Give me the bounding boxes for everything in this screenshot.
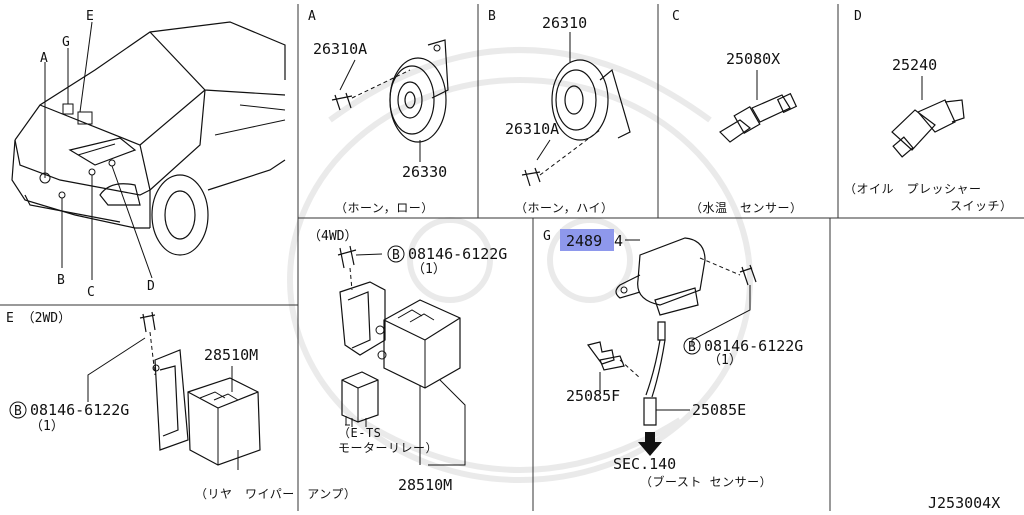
rear-wiper-amp-illustration — [87, 311, 261, 470]
overview-label-b: B — [57, 273, 65, 288]
watermark — [287, 47, 753, 483]
svg-text:B: B — [688, 340, 696, 355]
highlighted-part-number: 2489 4 — [560, 229, 623, 251]
panel-a-letter: A — [308, 9, 316, 24]
part-number-25240: 25240 — [892, 56, 937, 74]
bolt-qty-g: （1） — [708, 353, 742, 368]
caption-water-temp: （水温 センサー） — [690, 201, 803, 215]
bolt-qty-4wd: （1） — [412, 262, 446, 277]
svg-text:B: B — [14, 404, 22, 419]
oil-pressure-switch-illustration — [891, 76, 965, 158]
relay-caption-line1: （E-TS — [338, 426, 381, 440]
part-number-28510m-e: 28510M — [204, 346, 258, 364]
overview-label-a: A — [40, 51, 48, 66]
panel-c-letter: C — [672, 9, 680, 24]
diagram-code: J253004X — [928, 494, 1000, 511]
caption-rear-wiper-amp: （リヤ ワイパー アンプ） — [195, 487, 356, 501]
panel-4wd-title: （4WD） — [308, 229, 357, 244]
overview-label-d: D — [147, 279, 155, 294]
caption-oil-pressure-line1: （オイル プレッシャー — [844, 182, 982, 196]
part-number-25085f: 25085F — [566, 387, 620, 405]
highlight-suffix: 4 — [614, 232, 623, 250]
svg-text:2489: 2489 — [566, 232, 602, 250]
relay-caption-line2: モーターリレー） — [338, 441, 438, 455]
car-overview-illustration — [11, 21, 286, 280]
horn-high-illustration — [521, 32, 631, 187]
caption-boost-sensor: （ブースト センサー） — [640, 474, 772, 489]
caption-oil-pressure-line2: スイッチ） — [950, 199, 1013, 213]
overview-label-g: G — [62, 35, 70, 50]
bolt-part-number-e: 08146-6122G — [30, 401, 129, 419]
part-number-26330: 26330 — [402, 163, 447, 181]
boost-sensor-illustration — [586, 237, 757, 456]
bolt-part-number-g: 08146-6122G — [704, 337, 803, 355]
callout-b-circle-g: B — [683, 337, 701, 355]
callout-b-circle-e: B — [9, 401, 27, 419]
overview-label-e: E — [86, 9, 94, 24]
part-number-26310: 26310 — [542, 14, 587, 32]
caption-horn-low: （ホーン，ロー） — [335, 201, 434, 215]
part-number-25080x: 25080X — [726, 50, 780, 68]
overview-label-c: C — [87, 285, 95, 300]
ets-motor-relay-illustration — [337, 245, 466, 466]
part-number-25085e: 25085E — [692, 401, 746, 419]
callout-b-circle-4wd: B — [387, 245, 405, 263]
bolt-part-number-4wd: 08146-6122G — [408, 245, 507, 263]
section-reference: SEC.140 — [613, 455, 676, 473]
grid-lines — [0, 4, 1024, 511]
water-temp-sensor-illustration — [719, 70, 798, 143]
caption-horn-high: （ホーン，ハイ） — [515, 201, 614, 215]
panel-b-letter: B — [488, 9, 496, 24]
panel-e-title: E （2WD） — [6, 311, 71, 326]
part-number-26310a: 26310A — [313, 40, 367, 58]
part-number-26310a-b: 26310A — [505, 120, 559, 138]
bolt-qty-e: （1） — [30, 419, 64, 434]
panel-d-letter: D — [854, 9, 862, 24]
horn-low-illustration — [331, 39, 449, 162]
svg-text:B: B — [392, 248, 400, 263]
part-number-28510m-4wd: 28510M — [398, 476, 452, 494]
panel-g-letter: G — [543, 229, 551, 244]
